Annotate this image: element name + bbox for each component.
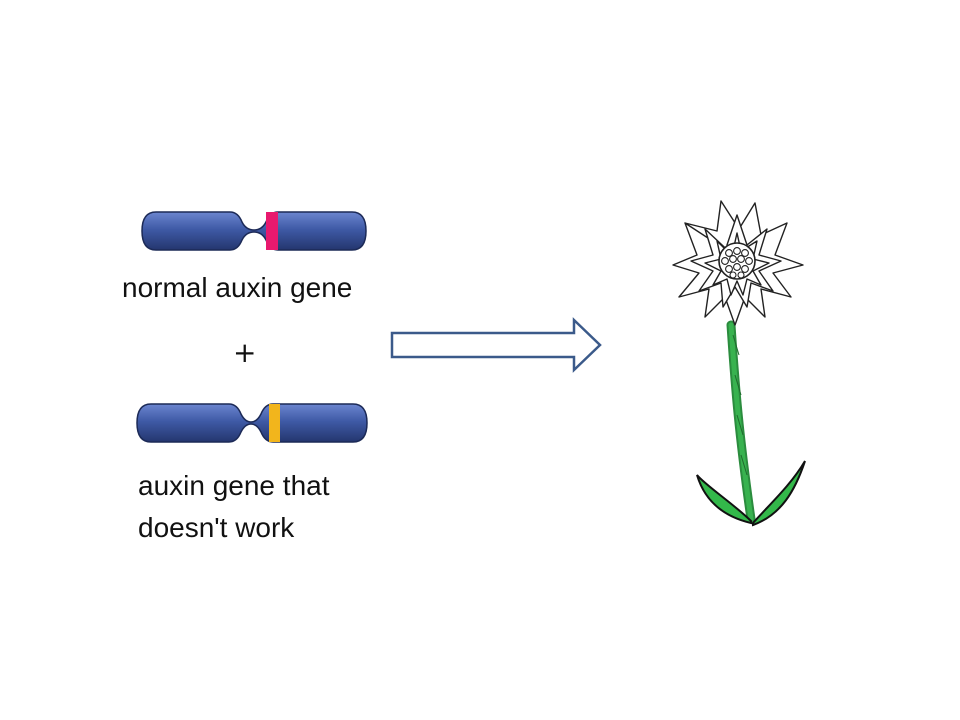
- flower-icon: [672, 200, 806, 527]
- normal-gene-band: [266, 212, 278, 250]
- normal-gene-label: normal auxin gene: [122, 272, 353, 303]
- mutant-gene-label-line1: auxin gene that: [138, 470, 330, 501]
- chromosome-normal-icon: [141, 211, 367, 251]
- chromosome-mutant-icon: [136, 403, 368, 443]
- mutant-gene-label-line2: doesn't work: [138, 512, 295, 543]
- plus-sign: +: [233, 336, 257, 369]
- mutant-gene-band: [269, 404, 280, 442]
- result-arrow-icon: [390, 317, 602, 373]
